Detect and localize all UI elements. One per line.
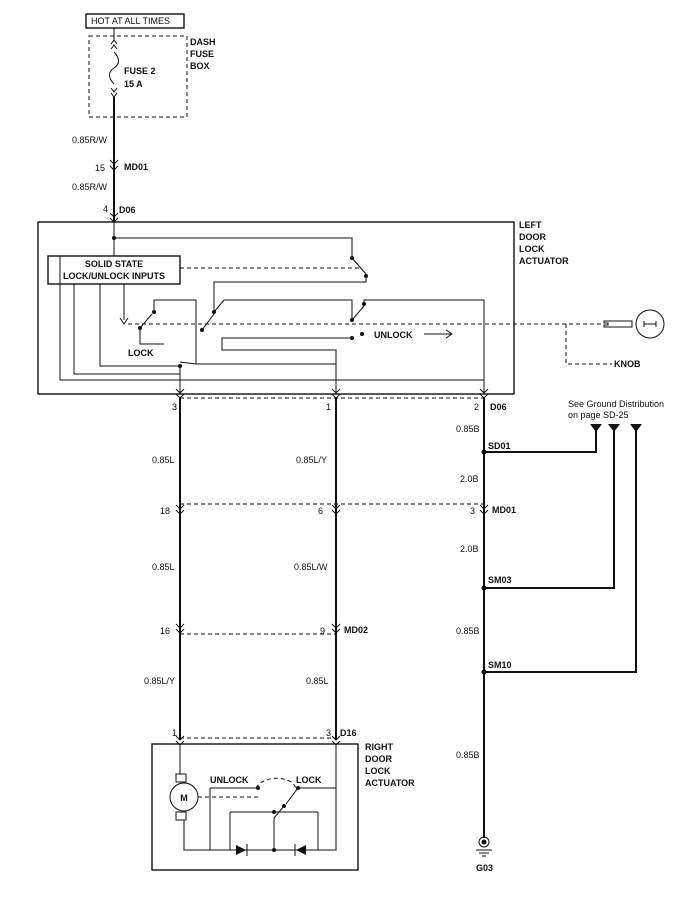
ground-ref-line-1: See Ground Distribution: [568, 399, 664, 409]
right-door-lock-actuator-box: [151, 743, 359, 871]
key-icon: [603, 309, 665, 339]
hot-at-all-times-label: HOT AT ALL TIMES: [91, 16, 170, 26]
pin-1-d06: 1: [326, 402, 331, 412]
fuse-name: FUSE 2: [124, 66, 156, 76]
connector-md02: MD02: [344, 625, 368, 635]
fusebox-label-3: BOX: [190, 61, 210, 71]
diode-icon: [236, 845, 246, 855]
motor-label: M: [180, 793, 188, 803]
pin-6: 6: [318, 506, 323, 516]
pin-3-d16: 3: [326, 728, 331, 738]
ground-g03-icon: [478, 836, 490, 848]
ground-g03-label: G03: [476, 863, 493, 873]
ground-ref-line-2: on page SD-25: [568, 410, 629, 420]
left-actuator-label-4: ACTUATOR: [519, 256, 569, 266]
right-unlock-label: UNLOCK: [210, 775, 249, 785]
pin-3-md01: 3: [470, 506, 475, 516]
pin-2-d06: 2: [474, 402, 479, 412]
wire-label-mid-2: 0.85L/W: [294, 562, 328, 572]
right-actuator-label-1: RIGHT: [365, 742, 394, 752]
hot-at-all-times-box: [85, 13, 185, 29]
pin-1-d16: 1: [172, 728, 177, 738]
ground-arrow-icon: [590, 424, 602, 432]
right-actuator-label-2: DOOR: [365, 754, 393, 764]
wire-label-left-2: 0.85L: [152, 562, 175, 572]
solid-state-label-2: LOCK/UNLOCK INPUTS: [63, 271, 165, 281]
wire-label-mid-1: 0.85L/Y: [296, 455, 327, 465]
wire-label-mid-3: 0.85L: [306, 676, 329, 686]
pin-4: 4: [103, 204, 108, 214]
dash-fuse-box: [88, 35, 188, 118]
right-actuator-label-4: ACTUATOR: [365, 778, 415, 788]
fuse-output-connector-icon: [110, 87, 118, 98]
connector-d06-top: D06: [119, 205, 136, 215]
wire-label-right-5: 0.85B: [456, 750, 480, 760]
wire-label-left-3: 0.85L/Y: [144, 676, 175, 686]
md01-connector-icon: [109, 159, 119, 171]
right-actuator-label-3: LOCK: [365, 766, 391, 776]
connector-d16: D16: [340, 728, 357, 738]
pin-18: 18: [160, 506, 170, 516]
wire-label-right-2: 2.0B: [460, 474, 479, 484]
connector-md01-top: MD01: [124, 162, 148, 172]
connector-sd01: SD01: [488, 441, 511, 451]
pin-16: 16: [160, 626, 170, 636]
connector-sm03: SM03: [488, 575, 512, 585]
left-actuator-label-3: LOCK: [519, 244, 545, 254]
pin-9: 9: [320, 626, 325, 636]
connector-md01-bottom: MD01: [492, 505, 516, 515]
ground-arrow-icon: [630, 424, 642, 432]
left-actuator-label-1: LEFT: [519, 220, 542, 230]
left-unlock-label: UNLOCK: [374, 330, 413, 340]
ground-arrow-icon: [608, 424, 620, 432]
wire-label-right-1: 0.85B: [456, 424, 480, 434]
left-actuator-label-2: DOOR: [519, 232, 547, 242]
fuse-rating: 15 A: [124, 79, 143, 89]
pin-15: 15: [95, 163, 105, 173]
diode-icon: [296, 845, 306, 855]
wire-label-085rw-bottom: 0.85R/W: [72, 182, 108, 192]
fusebox-label-2: FUSE: [190, 49, 214, 59]
wire-label-085rw-top: 0.85R/W: [72, 135, 108, 145]
connector-sm10: SM10: [488, 660, 512, 670]
knob-label: KNOB: [614, 359, 641, 369]
wire-label-right-3: 2.0B: [460, 544, 479, 554]
fuse-icon: [109, 51, 119, 85]
right-lock-label: LOCK: [296, 775, 322, 785]
unlock-arrow-icon: [424, 329, 453, 339]
solid-state-label-1: SOLID STATE: [85, 259, 143, 269]
fuse-input-connector-icon: [110, 39, 118, 50]
left-lock-label: LOCK: [128, 348, 154, 358]
wire-label-right-4: 0.85B: [456, 626, 480, 636]
pin-3-d06: 3: [172, 402, 177, 412]
fusebox-label-1: DASH: [190, 37, 216, 47]
left-door-lock-actuator-box: [37, 221, 515, 395]
connector-d06-bottom: D06: [490, 402, 507, 412]
motor-icon: [169, 773, 199, 821]
wire-label-left-1: 0.85L: [152, 455, 175, 465]
